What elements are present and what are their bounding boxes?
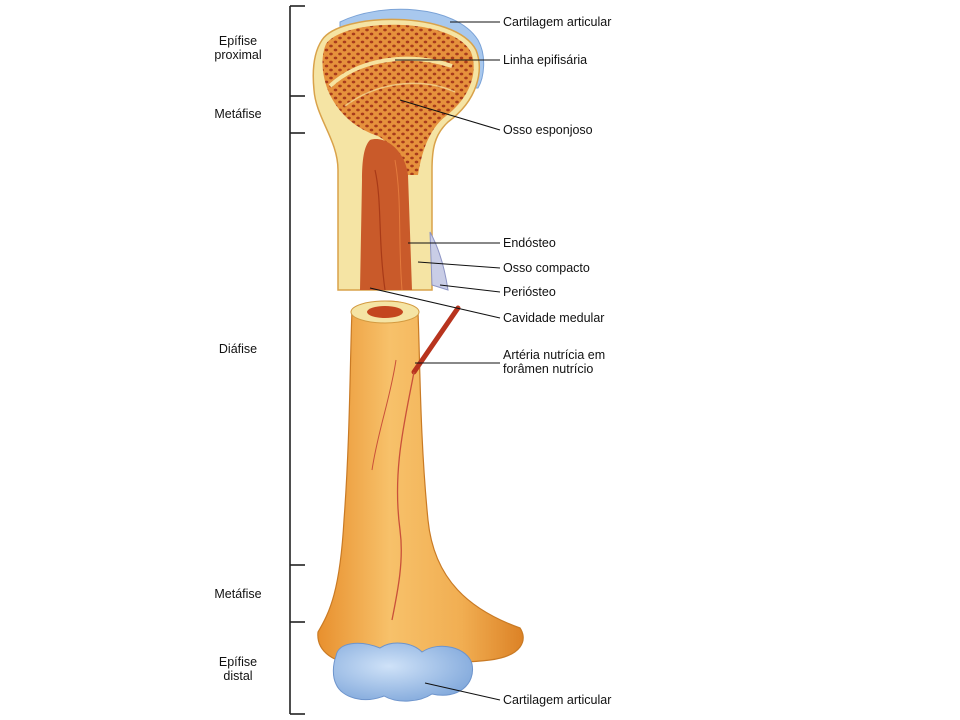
distal-cartilage — [332, 642, 474, 702]
nutrient-artery — [411, 305, 461, 375]
label-cartilagem-articular-bottom: Cartilagem articular — [503, 693, 612, 707]
label-cartilagem-articular-top: Cartilagem articular — [503, 15, 612, 29]
label-endosteo: Endósteo — [503, 236, 556, 250]
label-arteria-nutricia: Artéria nutrícia em forâmen nutrício — [503, 348, 606, 376]
pointer-lines — [369, 21, 501, 701]
label-epifise-distal: Epífise distal — [218, 655, 258, 683]
label-osso-esponjoso: Osso esponjoso — [503, 123, 593, 137]
epiphyseal-line — [328, 56, 453, 88]
region-bracket — [289, 5, 305, 715]
label-periosteo: Periósteo — [503, 285, 556, 299]
label-osso-compacto: Osso compacto — [503, 261, 590, 275]
label-linha-epifisaria: Linha epifisária — [503, 53, 588, 67]
medullary-cavity-upper — [360, 139, 412, 290]
label-metafise-bottom: Metáfise — [214, 587, 262, 601]
lower-shaft — [317, 300, 524, 665]
periosteum-flap — [429, 231, 449, 291]
label-metafise-top: Metáfise — [214, 107, 262, 121]
label-cavidade-medular: Cavidade medular — [503, 311, 605, 325]
label-epifise-proximal: Epífise proximal — [214, 34, 262, 62]
label-diafise: Diáfise — [218, 342, 258, 356]
